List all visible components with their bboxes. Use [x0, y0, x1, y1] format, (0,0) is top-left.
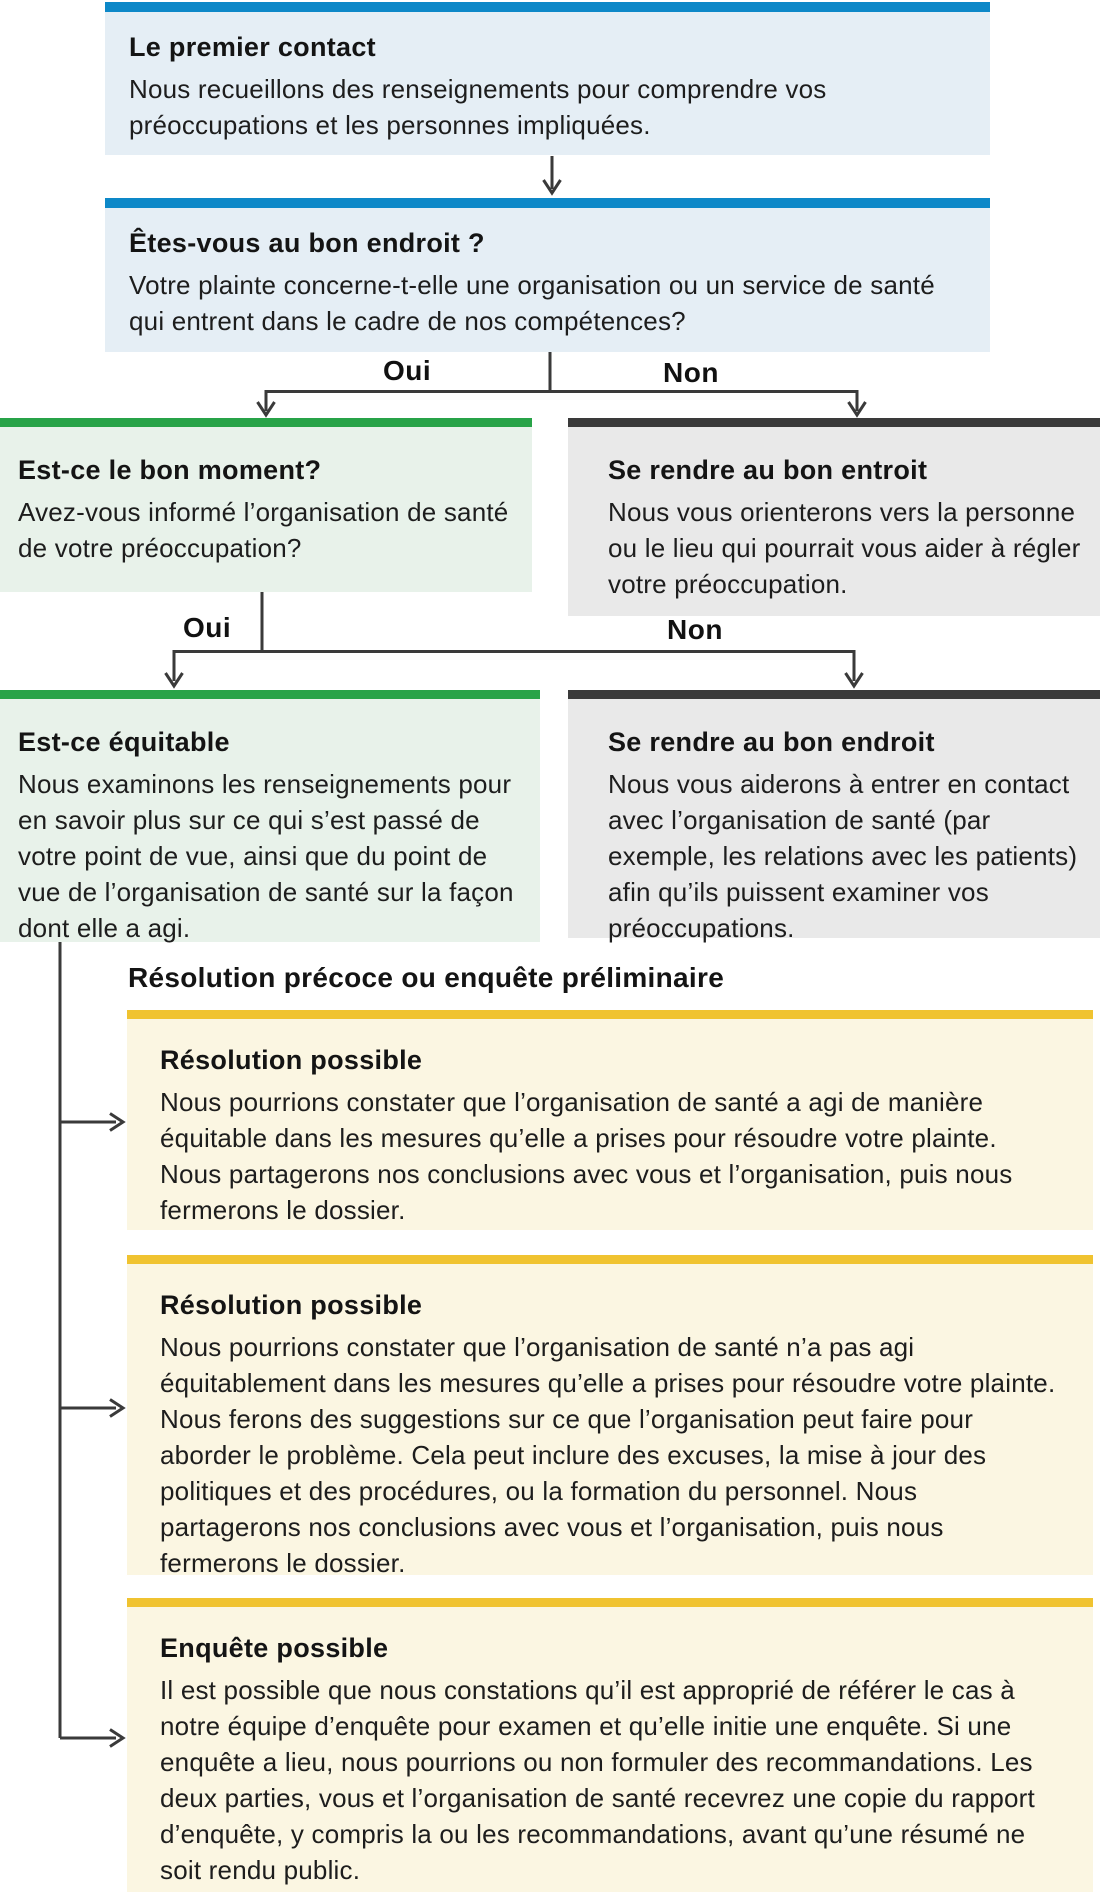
outcome-title: Enquête possible	[160, 1633, 389, 1663]
step-body: Nous vous orienterons vers la personne o…	[608, 497, 1081, 599]
section-heading: Résolution précoce ou enquête préliminai…	[128, 962, 725, 993]
step-body: Nous examinons les renseignements pour e…	[18, 769, 514, 943]
outcome-body: Nous pourrions constater que l’organisat…	[160, 1087, 1013, 1225]
step-title: Se rendre au bon endroit	[608, 727, 935, 757]
arrow-head-down-icon	[256, 401, 276, 418]
step-right-place-question: Êtes-vous au bon endroit ? Votre plainte…	[105, 198, 990, 352]
step-go-right-place-2: Se rendre au bon endroit Nous vous aider…	[568, 690, 1100, 943]
arrow-head-down-icon	[847, 401, 867, 418]
branch1-no-label: Non	[663, 357, 719, 388]
step-right-time: Est-ce le bon moment? Avez-vous informé …	[0, 418, 532, 592]
branch1-elbow-line	[264, 390, 859, 411]
arrow-head-down-icon	[844, 672, 864, 689]
outcome-title: Résolution possible	[160, 1290, 423, 1320]
step-title: Êtes-vous au bon endroit ?	[129, 228, 485, 258]
branch2-elbow-line	[172, 650, 856, 681]
branch2-no-label: Non	[667, 614, 723, 645]
outcome-investigation: Enquête possible Il est possible que nou…	[127, 1598, 1093, 1892]
arrow-head-right-icon	[109, 1112, 126, 1132]
outcome-body: Nous pourrions constater que l’organisat…	[160, 1332, 1056, 1578]
arrow-head-right-icon	[109, 1398, 126, 1418]
step-title: Le premier contact	[129, 32, 376, 62]
step-body: Avez-vous informé l’organisation de sant…	[18, 497, 509, 563]
arrow-head-down-icon	[164, 672, 184, 689]
step-is-it-fair: Est-ce équitable Nous examinons les rens…	[0, 690, 540, 943]
outcome-resolution-fair: Résolution possible Nous pourrions const…	[127, 1010, 1093, 1230]
outcome-resolution-unfair: Résolution possible Nous pourrions const…	[127, 1255, 1093, 1578]
step-title: Est-ce le bon moment?	[18, 455, 322, 485]
step-title: Se rendre au bon entroit	[608, 455, 928, 485]
branch1-yes-label: Oui	[383, 355, 432, 386]
step-body: Nous recueillons des renseignements pour…	[129, 74, 827, 140]
outcome-title: Résolution possible	[160, 1045, 423, 1075]
step-body: Votre plainte concerne-t-elle une organi…	[129, 270, 935, 336]
step-go-right-place-1: Se rendre au bon entroit Nous vous orien…	[568, 418, 1100, 616]
outcome-body: Il est possible que nous constations qu’…	[160, 1675, 1035, 1885]
arrow-head-right-icon	[109, 1728, 126, 1748]
step-body: Nous vous aiderons à entrer en contact a…	[608, 769, 1078, 943]
step-first-contact: Le premier contact Nous recueillons des …	[105, 2, 990, 155]
arrow-head-down-icon	[542, 179, 562, 196]
branch2-yes-label: Oui	[183, 612, 232, 643]
step-title: Est-ce équitable	[18, 727, 230, 757]
